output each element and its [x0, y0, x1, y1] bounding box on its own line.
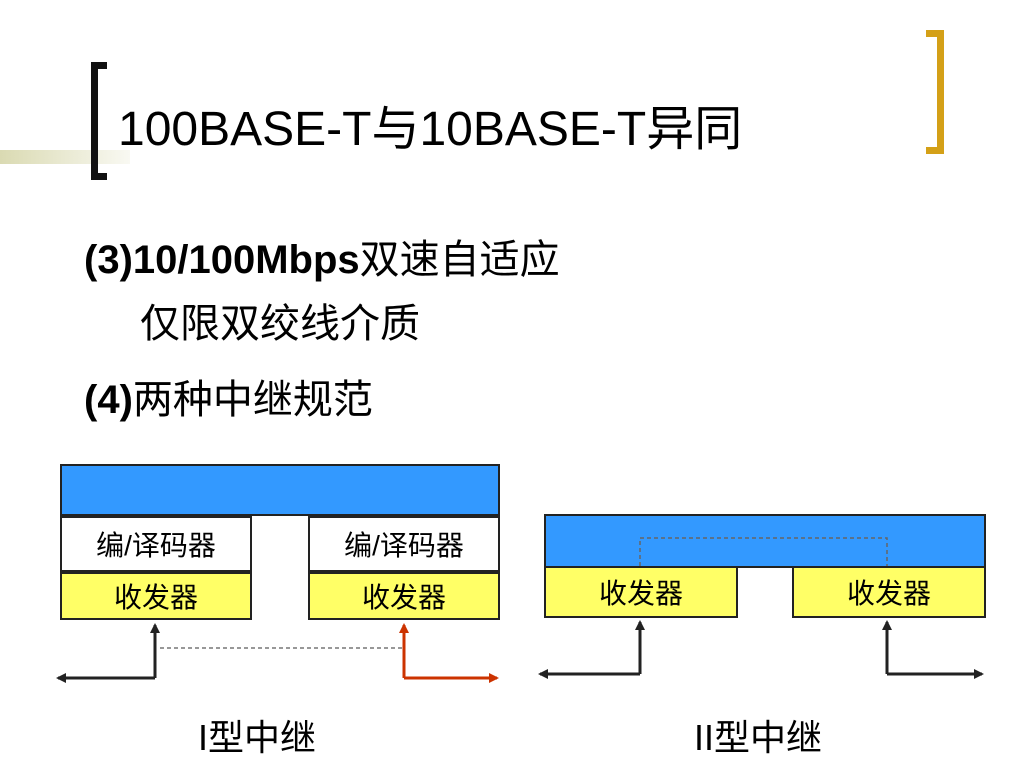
type1-transceiver-left: 收发器 [60, 572, 252, 620]
bullet-3-continuation-text: 仅限双绞线介质 [140, 302, 420, 346]
type2-dashed-loop [639, 537, 888, 566]
bullet-4: (4)两种中继规范 [84, 376, 373, 424]
type2-caption: II型中继 [694, 717, 823, 758]
type1-transceiver-right: 收发器 [308, 572, 500, 620]
type2-transceiver-left: 收发器 [544, 566, 738, 618]
bullet-4-prefix: (4) [84, 378, 133, 422]
title-bracket-left [91, 62, 107, 180]
type2-transceiver-right-label: 收发器 [846, 578, 931, 609]
type1-transceiver-right-label: 收发器 [361, 582, 446, 613]
type1-bus-block [60, 464, 500, 516]
bullet-3-continuation: 仅限双绞线介质 [140, 300, 420, 348]
type1-codec-right: 编/译码器 [308, 516, 500, 572]
type1-codec-right-label: 编/译码器 [344, 530, 464, 561]
type1-codec-left: 编/译码器 [60, 516, 252, 572]
type1-codec-left-label: 编/译码器 [96, 530, 216, 561]
type1-transceiver-left-label: 收发器 [113, 582, 198, 613]
title-bracket-right [926, 30, 944, 154]
bullet-3-prefix: (3)10/100Mbps [84, 238, 360, 282]
type2-transceiver-right: 收发器 [792, 566, 986, 618]
type2-bus-block [544, 514, 986, 568]
type2-transceiver-left-label: 收发器 [598, 578, 683, 609]
bullet-3-text: 双速自适应 [359, 238, 560, 282]
page-title: 100BASE-T与10BASE-T异同 [118, 103, 743, 156]
type1-caption: I型中继 [198, 717, 317, 758]
bullet-3: (3)10/100Mbps双速自适应 [84, 236, 560, 284]
bullet-4-text: 两种中继规范 [132, 378, 373, 422]
